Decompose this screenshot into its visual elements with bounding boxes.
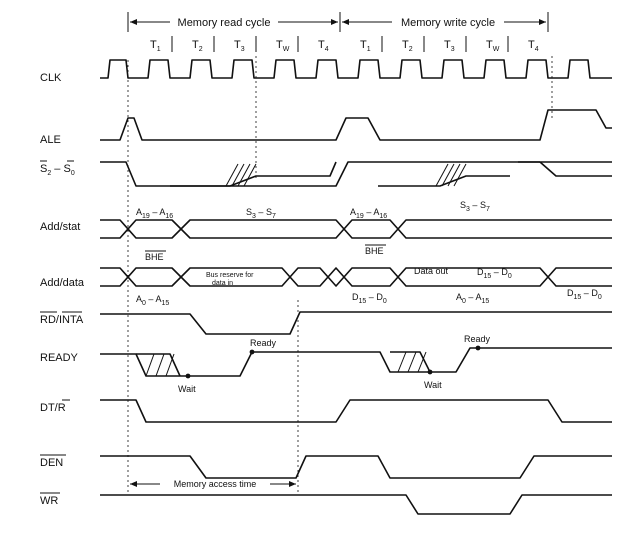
signal-labels: CLK ALE S2 – S0 Add/stat Add/data RD/INT…	[40, 72, 85, 507]
data-out-label: Data out	[414, 266, 449, 276]
wait-2-label: Wait	[424, 380, 442, 390]
t-state-separators	[171, 36, 509, 52]
ready-waveform	[100, 345, 612, 379]
write-d15-d0-label: D15 – D0	[477, 267, 512, 280]
write-cycle-bracket: Memory write cycle	[342, 12, 549, 32]
clk-label: CLK	[40, 72, 62, 84]
write-cycle-label: Memory write cycle	[401, 17, 495, 29]
ready-label: READY	[40, 352, 79, 364]
ale-waveform	[100, 109, 612, 141]
write-a19-a16-label: A19 – A16	[350, 207, 387, 220]
read-cycle-label: Memory read cycle	[178, 17, 271, 29]
write-a0-a15-label: A0 – A15	[456, 292, 489, 305]
wr-label: WR	[40, 495, 58, 507]
ale-label: ALE	[40, 134, 61, 146]
memory-access-time-arrow: Memory access time	[130, 479, 296, 489]
rd-inta-waveform	[100, 311, 612, 335]
bhe-read-label: BHE	[145, 252, 164, 262]
bhe-write-label: BHE	[365, 246, 384, 256]
ready-2-label: Ready	[464, 334, 491, 344]
read-t-state: T4	[318, 39, 329, 53]
s2-s0-label: S2 – S0	[40, 163, 75, 177]
write-t-state: T2	[402, 39, 413, 53]
add-stat-bus: A19 – A16 S3 – S7 A19 – A16 S3 – S7	[100, 200, 612, 239]
add-stat-label: Add/stat	[40, 221, 80, 233]
dashed-guides	[127, 56, 553, 495]
wait-1-label: Wait	[178, 384, 196, 394]
end-d15-d0-label: D15 – D0	[567, 288, 602, 301]
den-label: DEN	[40, 457, 63, 469]
den-waveform	[100, 455, 612, 479]
dt-r-waveform	[100, 399, 612, 423]
read-cycle-bracket: Memory read cycle	[127, 12, 341, 32]
write-t-state: T1	[360, 39, 371, 53]
write-t-state: T3	[444, 39, 455, 53]
clk-waveform	[100, 59, 612, 79]
t-state-labels: T1 T2 T3 TW T4 T1 T2 T3 TW T4	[150, 39, 539, 53]
write-s3-s7-label: S3 – S7	[460, 200, 490, 213]
s2-s0-waveform	[100, 161, 612, 187]
read-t-state: T2	[192, 39, 203, 53]
dt-r-label: DT/R	[40, 402, 66, 414]
write-t-state: T4	[528, 39, 539, 53]
rd-inta-label: RD/INTA	[40, 314, 84, 326]
bus-reserve-label-1: Bus reserve for	[206, 272, 254, 279]
read-s3-s7-label: S3 – S7	[246, 207, 276, 220]
read-t-state: T3	[234, 39, 245, 53]
write-t-state: TW	[486, 39, 500, 53]
bus-reserve-label-2: data in	[212, 280, 233, 287]
read-t-state: T1	[150, 39, 161, 53]
add-data-label: Add/data	[40, 277, 85, 289]
wr-waveform	[100, 494, 612, 515]
memory-access-time-label: Memory access time	[174, 479, 257, 489]
read-a19-a16-label: A19 – A16	[136, 207, 173, 220]
read-d15-d0-label: D15 – D0	[352, 292, 387, 305]
read-t-state: TW	[276, 39, 290, 53]
add-data-bus: BHE BHE Bus reserve for data in Data out…	[100, 244, 612, 307]
read-a0-a15-label: A0 – A15	[136, 294, 169, 307]
ready-1-label: Ready	[250, 338, 277, 348]
